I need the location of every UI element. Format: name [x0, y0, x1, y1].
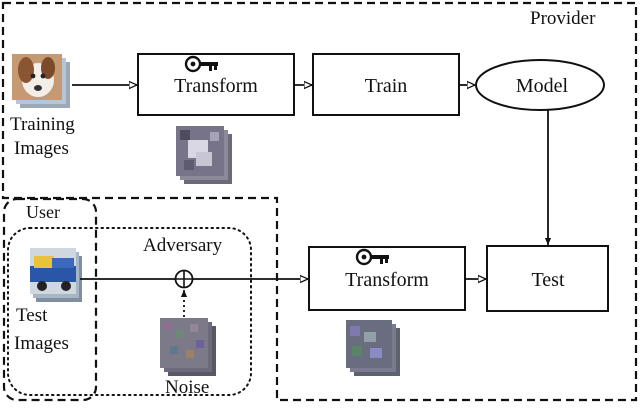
- train-box: [312, 53, 460, 116]
- transformed-image-thumbnail-bottom: [346, 320, 400, 376]
- noise-label: Noise: [165, 377, 209, 398]
- transformed-image-thumbnail-top: [176, 126, 232, 184]
- circled-plus-icon: [174, 269, 194, 289]
- model-label: Model: [516, 75, 569, 97]
- test-box: [486, 245, 609, 312]
- adversary-label: Adversary: [143, 235, 223, 256]
- user-region: [2, 197, 98, 402]
- user-label: User: [26, 202, 60, 222]
- transform-top-label: Transform: [174, 75, 258, 97]
- provider-region: [1, 1, 638, 402]
- train-label: Train: [365, 75, 408, 97]
- key-icon: [355, 248, 389, 266]
- model-ellipse: [475, 59, 605, 111]
- adversary-label-bg: [138, 232, 234, 256]
- noise-thumbnail: [160, 318, 216, 376]
- training-images-thumbnail: [12, 54, 70, 108]
- test-label: Test: [531, 269, 564, 291]
- key-icon: [184, 55, 218, 73]
- training-images-label-line1: Training: [10, 114, 75, 135]
- provider-label: Provider: [530, 8, 596, 29]
- test-images-label-line1: Test: [16, 305, 48, 326]
- transform-bottom-label: Transform: [345, 269, 429, 291]
- test-images-thumbnail: [30, 248, 82, 302]
- test-images-label-line2: Images: [14, 333, 69, 354]
- training-images-label-line2: Images: [14, 138, 69, 159]
- adversary-region: [7, 227, 252, 396]
